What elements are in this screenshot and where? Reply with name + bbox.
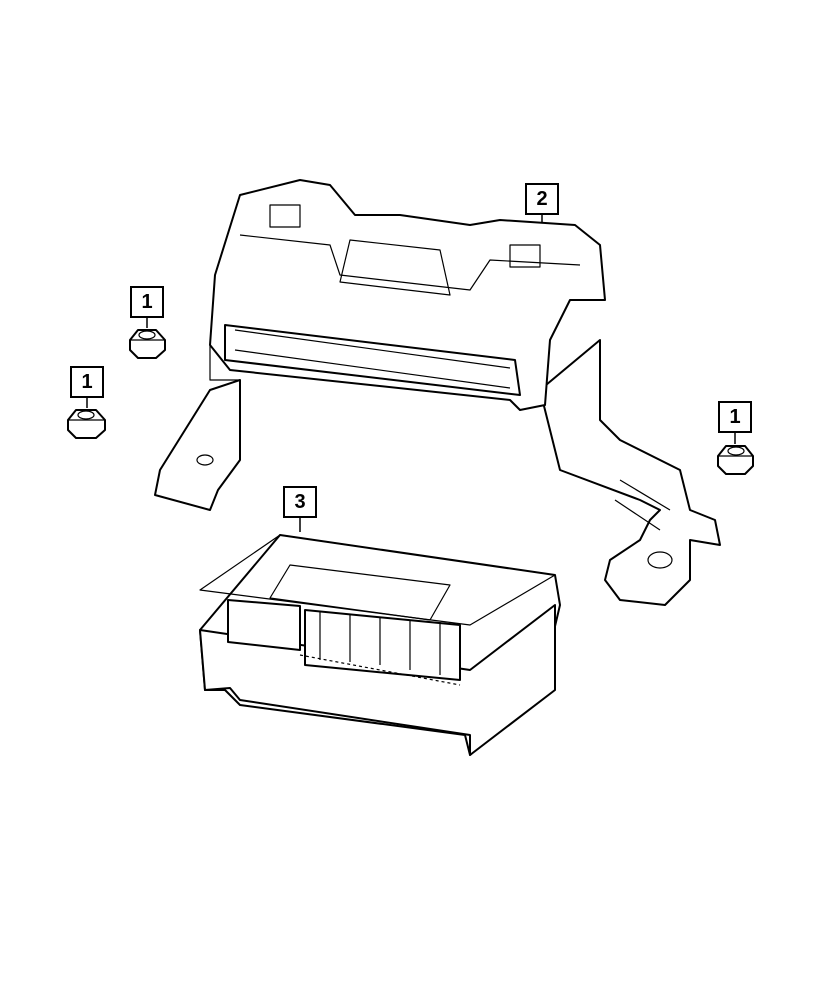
- callout-2-bracket: 2: [525, 183, 559, 215]
- callout-1-nut: 1: [70, 366, 104, 398]
- callout-1-nut: 1: [130, 286, 164, 318]
- nut-icon: [67, 409, 106, 439]
- bracket-drawing: [154, 179, 721, 606]
- nut-icon: [717, 445, 754, 475]
- module-drawing: [199, 534, 561, 756]
- nut-icon: [129, 329, 166, 359]
- callout-3-module: 3: [283, 486, 317, 518]
- callout-1-nut: 1: [718, 401, 752, 433]
